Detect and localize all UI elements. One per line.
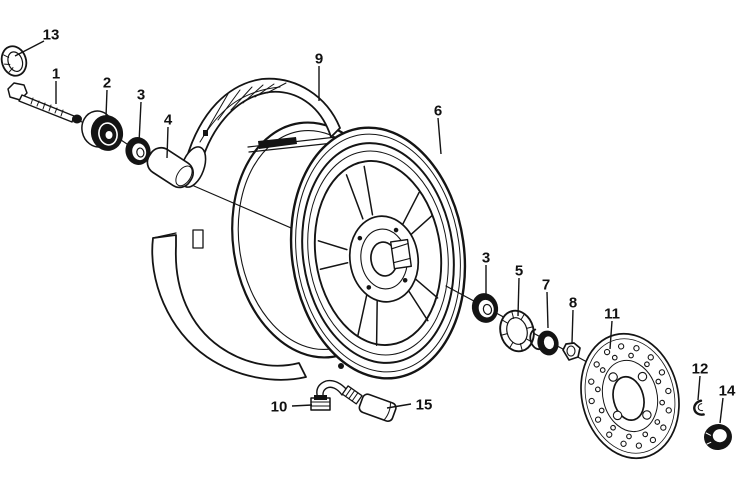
axle-cap <box>0 45 28 77</box>
tire-valve <box>310 379 363 411</box>
callout-label-14: 14 <box>719 383 736 400</box>
disc-hole <box>588 397 595 405</box>
wheel-spoke-edge <box>407 215 433 238</box>
callout-leader-8 <box>571 309 574 344</box>
disc-hole <box>599 367 606 373</box>
disc-hole <box>658 369 666 376</box>
brake-disc <box>580 332 680 460</box>
callout-leader-15 <box>386 403 412 409</box>
disc-hole <box>665 407 672 414</box>
retainer-clip <box>693 399 705 416</box>
valve-cap <box>358 393 397 423</box>
spacer-collar <box>529 328 559 356</box>
callout-label-9: 9 <box>315 51 323 68</box>
callout-label-3: 3 <box>137 87 145 104</box>
axle-axis-line-left <box>193 185 306 235</box>
callout-label-1: 1 <box>52 66 60 83</box>
callout-label-6: 6 <box>434 103 442 120</box>
axle-spacer <box>146 146 195 189</box>
hub-cap <box>704 423 732 451</box>
disc-hole <box>642 410 652 420</box>
callout-leader-12 <box>697 375 701 401</box>
callout-leader-3 <box>138 101 142 144</box>
wheel-spoke-edge <box>400 191 420 228</box>
disc-hole <box>665 387 672 395</box>
disc-hole <box>659 399 666 406</box>
disc-hole <box>598 407 605 414</box>
callout-leader-11 <box>609 320 613 350</box>
disc-hole <box>588 378 595 385</box>
wheel-hub <box>348 215 420 303</box>
disc-hole <box>611 354 618 361</box>
wheel-spoke-edge <box>375 296 378 346</box>
disc-hole <box>655 378 662 385</box>
callout-label-4: 4 <box>164 112 173 129</box>
disc-hole <box>606 431 613 438</box>
disc-hole <box>649 436 657 444</box>
disc-hole <box>617 343 625 350</box>
disc-hole <box>644 361 650 368</box>
front-axle <box>7 82 82 124</box>
callout-leader-2 <box>105 89 108 118</box>
disc-hole <box>620 440 627 447</box>
disc-hole <box>628 352 634 359</box>
side-collar <box>499 309 535 353</box>
wheel-spoke-edge <box>345 174 364 220</box>
callout-label-8: 8 <box>569 295 577 312</box>
wheel-spoke-edge <box>319 262 349 270</box>
axle-nut <box>562 342 581 361</box>
callout-leader-10 <box>291 404 313 407</box>
wheel-bearing-left <box>125 137 151 165</box>
speedometer-drive <box>79 110 131 151</box>
callout-label-13: 13 <box>43 27 60 44</box>
callout-label-2: 2 <box>103 75 111 92</box>
wheel-spoke-edge <box>317 240 348 251</box>
rim-valve-hole <box>338 363 344 369</box>
callout-leader-4 <box>166 126 169 159</box>
disc-hole <box>647 354 654 361</box>
callout-leader-7 <box>546 291 549 329</box>
disc-hole <box>593 361 600 368</box>
callout-leader-14 <box>719 397 724 424</box>
disc-hole <box>637 371 648 382</box>
wheel-spoke-edge <box>356 292 368 337</box>
disc-hole <box>608 372 618 382</box>
disc-hole <box>612 410 623 421</box>
callout-label-3: 3 <box>482 250 490 267</box>
disc-hole <box>603 348 611 356</box>
callout-label-12: 12 <box>692 361 709 378</box>
callout-leader-13 <box>14 40 45 57</box>
disc-hole <box>660 424 667 431</box>
wheel-spoke-edge <box>363 165 374 216</box>
front-fender-lower <box>151 229 307 381</box>
disc-hole <box>654 419 661 425</box>
axle-thread-ticks <box>30 97 64 117</box>
disc-hole <box>594 416 602 423</box>
callout-label-7: 7 <box>542 277 550 294</box>
disc-hole <box>594 386 601 393</box>
callout-label-11: 11 <box>604 306 620 323</box>
callout-label-5: 5 <box>515 263 523 280</box>
callout-label-15: 15 <box>416 397 433 414</box>
disc-hole <box>635 442 643 449</box>
disc-hole <box>626 433 632 440</box>
callout-leader-6 <box>437 117 442 155</box>
wheel-bearing-right <box>471 293 499 323</box>
disc-hole <box>642 431 649 438</box>
disc-hole <box>610 424 616 431</box>
disc-hole <box>633 345 640 352</box>
callout-label-10: 10 <box>271 399 288 416</box>
callout-leader-5 <box>517 277 520 317</box>
disc-holes <box>588 343 672 449</box>
